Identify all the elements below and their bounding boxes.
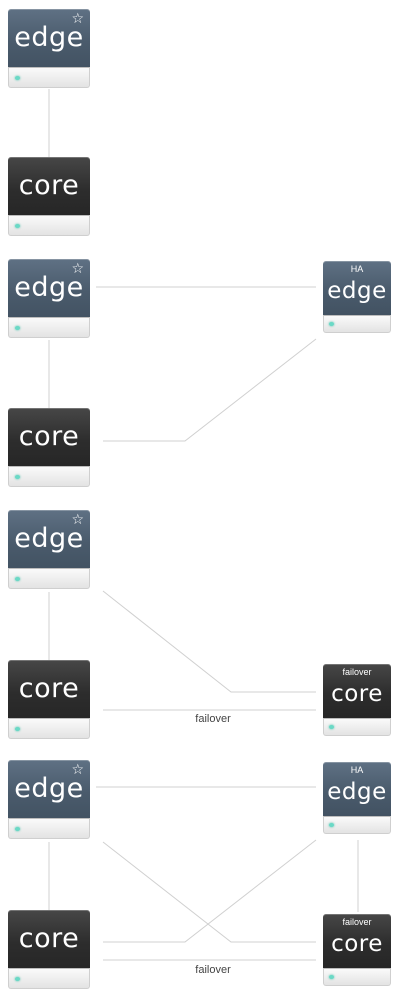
edge-node[interactable]: edge ☆: [8, 510, 90, 589]
core-node-face: core: [8, 157, 90, 217]
node-label: core: [331, 930, 383, 957]
status-led-icon: [15, 827, 20, 831]
link-edge-failover-core: [102, 590, 316, 693]
node-label: edge: [14, 772, 84, 804]
ha-edge-node[interactable]: HA edge: [323, 762, 391, 834]
edge-node-face: edge ☆: [8, 510, 90, 570]
failover-core-node[interactable]: failover core: [323, 914, 391, 986]
node-label: core: [18, 169, 80, 201]
status-led-icon: [15, 577, 20, 581]
failover-core-node-face: failover core: [323, 664, 391, 718]
ha-caption: HA: [350, 264, 364, 274]
star-outline-icon: ☆: [71, 512, 84, 528]
drive-base: [323, 718, 391, 736]
ha-edge-node-face: HA edge: [323, 261, 391, 315]
drive-base: [8, 215, 90, 236]
edge-node[interactable]: edge ☆: [8, 9, 90, 88]
drive-base: [8, 568, 90, 589]
edge-node[interactable]: edge ☆: [8, 259, 90, 338]
node-label: core: [18, 420, 80, 452]
failover-link-label: failover: [195, 713, 231, 725]
node-label: edge: [327, 277, 387, 304]
failover-caption: failover: [342, 667, 372, 677]
edge-node[interactable]: edge ☆: [8, 760, 90, 839]
status-led-icon: [329, 725, 334, 729]
failover-core-node[interactable]: failover core: [323, 664, 391, 736]
node-label: edge: [14, 271, 84, 303]
core-node-face: core: [8, 408, 90, 468]
drive-base: [323, 968, 391, 986]
failover-link-label: failover: [195, 964, 231, 976]
drive-base: [8, 67, 90, 88]
star-outline-icon: ☆: [71, 11, 84, 27]
status-led-icon: [15, 475, 20, 479]
status-led-icon: [15, 977, 20, 981]
core-node[interactable]: core: [8, 660, 90, 739]
failover-caption: failover: [342, 917, 372, 927]
ha-edge-node[interactable]: HA edge: [323, 261, 391, 333]
node-label: edge: [327, 778, 387, 805]
status-led-icon: [329, 975, 334, 979]
star-outline-icon: ☆: [71, 762, 84, 778]
core-node[interactable]: core: [8, 157, 90, 236]
ha-edge-node-face: HA edge: [323, 762, 391, 816]
node-label: core: [18, 672, 80, 704]
node-label: edge: [14, 522, 84, 554]
edge-node-face: edge ☆: [8, 9, 90, 69]
star-outline-icon: ☆: [71, 261, 84, 277]
drive-base: [323, 315, 391, 333]
status-led-icon: [15, 727, 20, 731]
status-led-icon: [15, 326, 20, 330]
status-led-icon: [329, 823, 334, 827]
node-label: core: [18, 922, 80, 954]
drive-base: [8, 317, 90, 338]
node-label: core: [331, 680, 383, 707]
status-led-icon: [15, 76, 20, 80]
core-node-face: core: [8, 910, 90, 970]
link-core-ha-edge: [103, 839, 317, 943]
link-edge-failover-core: [102, 841, 316, 943]
core-node[interactable]: core: [8, 408, 90, 487]
core-node[interactable]: core: [8, 910, 90, 989]
drive-base: [8, 818, 90, 839]
drive-base: [323, 816, 391, 834]
status-led-icon: [329, 322, 334, 326]
ha-caption: HA: [350, 765, 364, 775]
drive-base: [8, 718, 90, 739]
core-node-face: core: [8, 660, 90, 720]
node-label: edge: [14, 21, 84, 53]
drive-base: [8, 968, 90, 989]
link-core-ha-edge: [103, 338, 317, 442]
edge-node-face: edge ☆: [8, 259, 90, 319]
status-led-icon: [15, 224, 20, 228]
drive-base: [8, 466, 90, 487]
edge-node-face: edge ☆: [8, 760, 90, 820]
failover-core-node-face: failover core: [323, 914, 391, 968]
